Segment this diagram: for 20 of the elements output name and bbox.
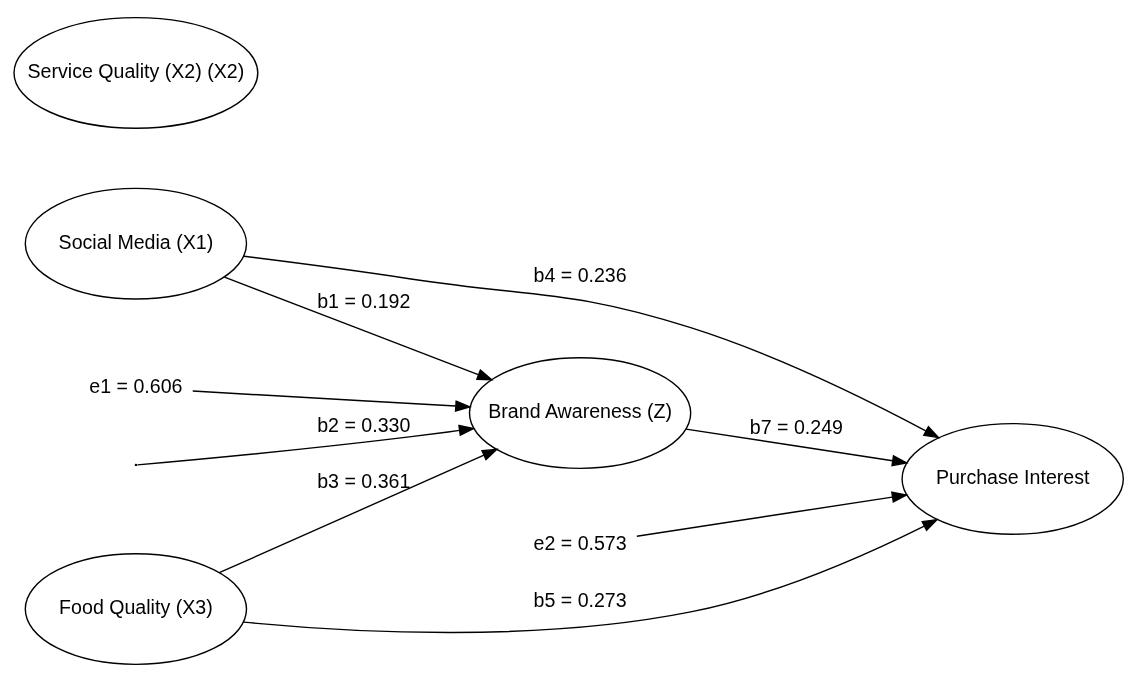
- node-text: e2 = 0.573: [533, 531, 627, 554]
- node-text: e1 = 0.606: [89, 375, 183, 398]
- node-ellipse: Service Quality (X2) (X2): [13, 16, 259, 129]
- arrow: [243, 255, 941, 439]
- edge-label: b1 = 0.192: [317, 290, 411, 313]
- node-ellipse: Social Media (X1): [24, 187, 248, 300]
- arrow: [192, 390, 472, 412]
- node-ellipse: Food Quality (X3): [24, 553, 248, 666]
- edge-label: b5 = 0.273: [533, 588, 627, 611]
- arrow: [685, 428, 909, 467]
- edge-label: b7 = 0.249: [749, 416, 843, 439]
- edge-label: b4 = 0.236: [533, 263, 627, 286]
- arrow: [136, 424, 476, 466]
- arrow: [223, 276, 494, 381]
- arrow: [636, 491, 909, 537]
- arrow: [242, 518, 939, 634]
- node-ellipse: Brand Awareness (Z): [468, 357, 692, 470]
- edge-label: b3 = 0.361: [317, 469, 411, 492]
- arrow: [218, 448, 499, 574]
- edge-label: b2 = 0.330: [317, 413, 411, 436]
